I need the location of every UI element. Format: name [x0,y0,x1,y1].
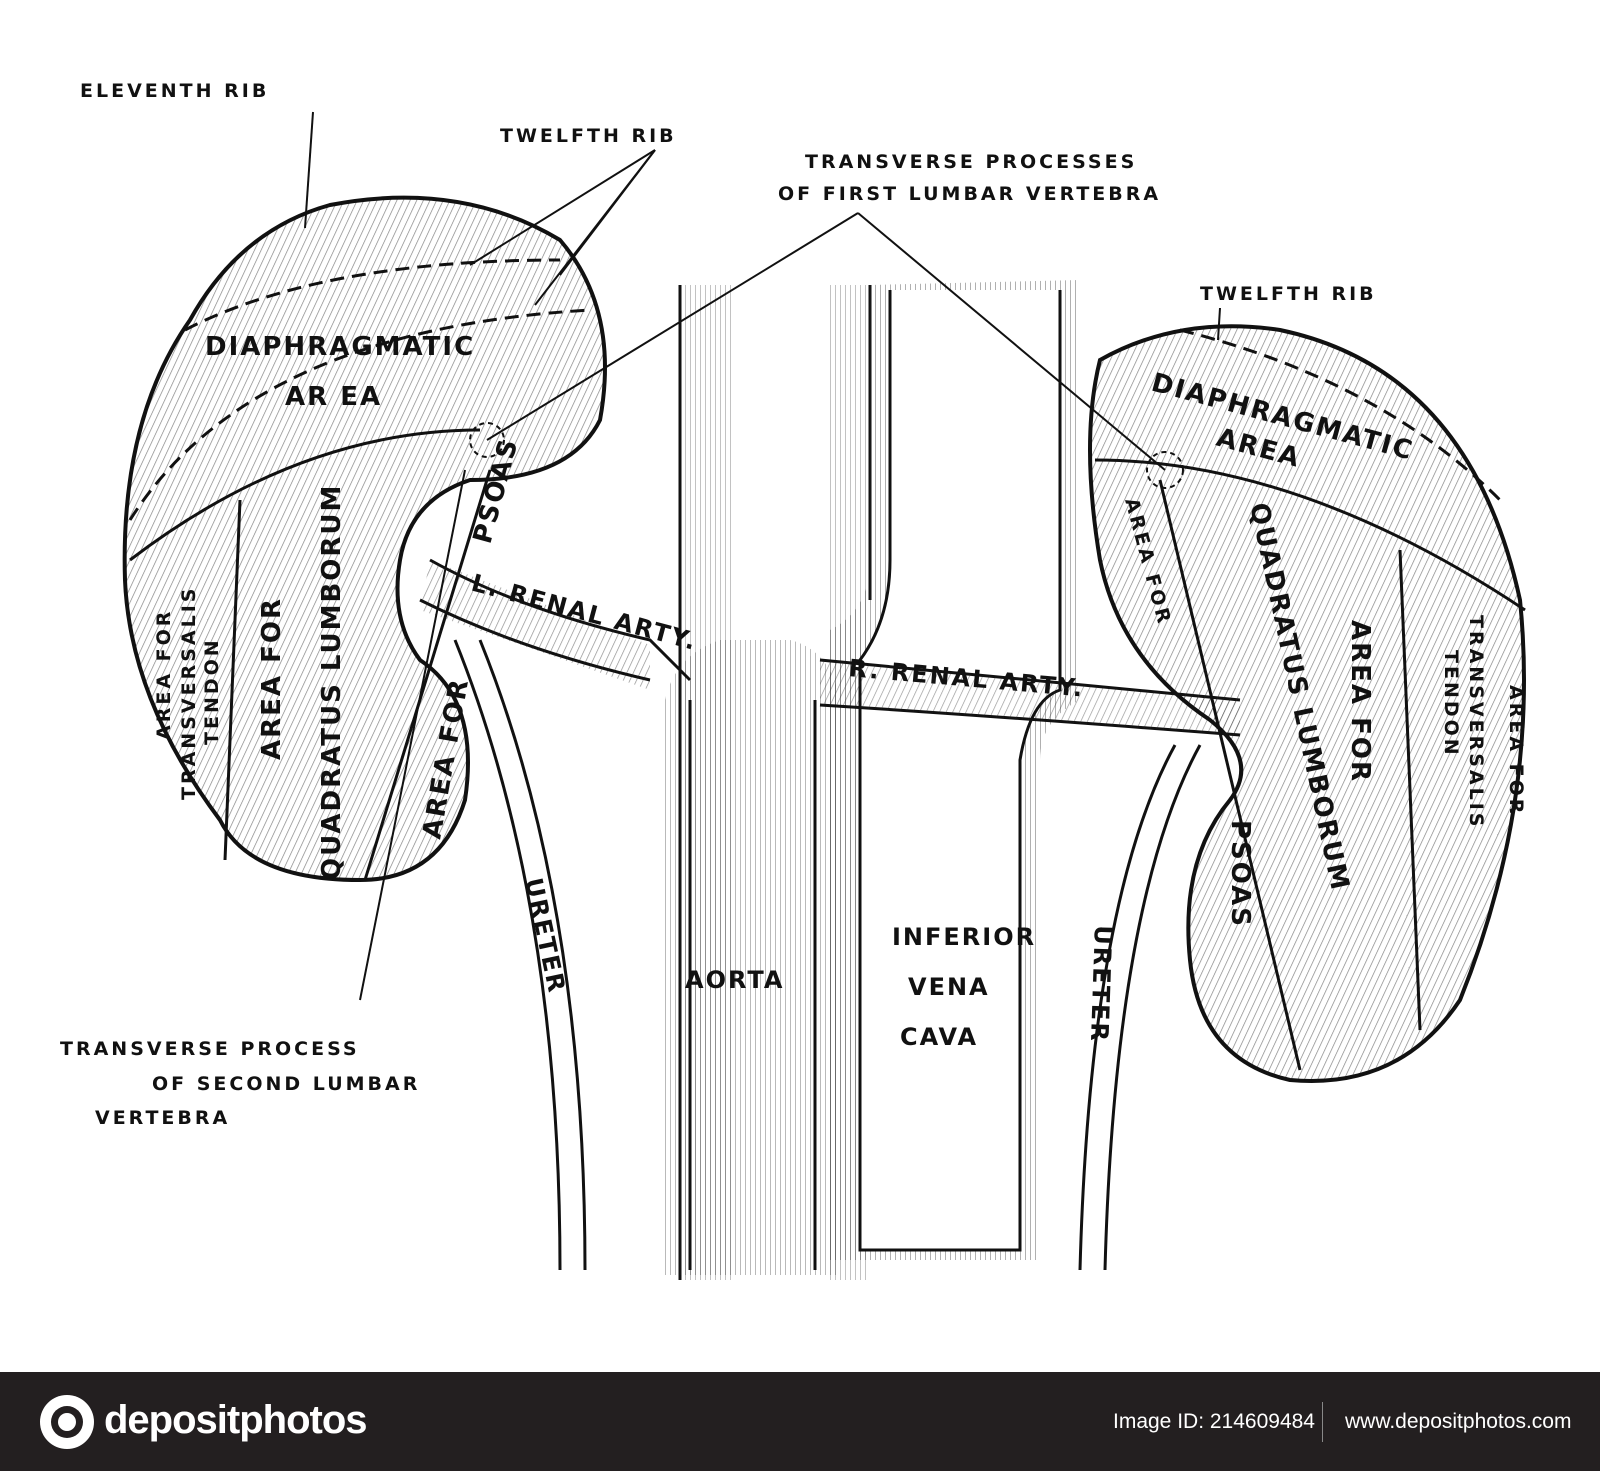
label-transverse-first-1: TRANSVERSE PROCESSES [805,151,1137,173]
lk-quadratus-1: AREA FOR [257,597,287,760]
label-eleventh-rib: ELEVENTH RIB [80,80,269,102]
stock-footer-bar: depositphotos Image ID: 214609484 www.de… [0,1372,1600,1471]
rk-transversalis-1: AREA FOR [1505,685,1527,816]
inferior-vena-cava [830,280,1080,1260]
lk-area: AR EA [285,382,382,412]
lk-transversalis-2: TRANSVERSALIS [178,586,200,800]
label-twelfth-rib-right: TWELFTH RIB [1200,283,1377,305]
rk-transversalis-2: TRANSVERSALIS [1465,615,1487,829]
depositphotos-logo-icon [40,1395,94,1449]
lk-quadratus-2: QUADRATUS LUMBORUM [317,484,347,880]
label-ureter-right: URETER [1085,925,1117,1044]
label-twelfth-rib-left: TWELFTH RIB [500,125,677,147]
image-id: Image ID: 214609484 [1113,1410,1315,1433]
label-ivc-3: CAVA [900,1023,978,1051]
lk-transversalis-3: TENDON [201,637,223,745]
label-ureter-left: URETER [519,875,571,996]
brand-name: depositphotos [104,1398,368,1442]
ureters [453,639,1202,1271]
website-link[interactable]: www.depositphotos.com [1345,1410,1572,1433]
kidney-anatomy-diagram: ELEVENTH RIB TWELFTH RIB TRANSVERSE PROC… [60,80,1527,1280]
label-ivc-2: VENA [908,973,990,1001]
left-kidney [122,195,607,883]
diagram-stage: ELEVENTH RIB TWELFTH RIB TRANSVERSE PROC… [60,80,1527,1280]
label-transverse-second-3: VERTEBRA [95,1107,230,1129]
lk-transversalis-1: AREA FOR [153,609,175,740]
aorta-vessel [665,640,840,1275]
footer-divider [1322,1402,1323,1442]
right-kidney [1088,324,1526,1083]
leader-lines [304,111,1221,1001]
rk-psoas: PSOAS [1225,820,1255,928]
rk-quadratus-2: AREA FOR [1345,620,1375,783]
label-ivc-1: INFERIOR [892,923,1036,951]
label-transverse-first-2: OF FIRST LUMBAR VERTEBRA [778,183,1161,205]
label-transverse-second-2: OF SECOND LUMBAR [152,1073,420,1095]
label-aorta: AORTA [685,966,784,994]
rk-transversalis-3: TENDON [1440,650,1462,758]
label-transverse-second-1: TRANSVERSE PROCESS [60,1038,360,1060]
lk-diaphragmatic: DIAPHRAGMATIC [205,332,475,362]
